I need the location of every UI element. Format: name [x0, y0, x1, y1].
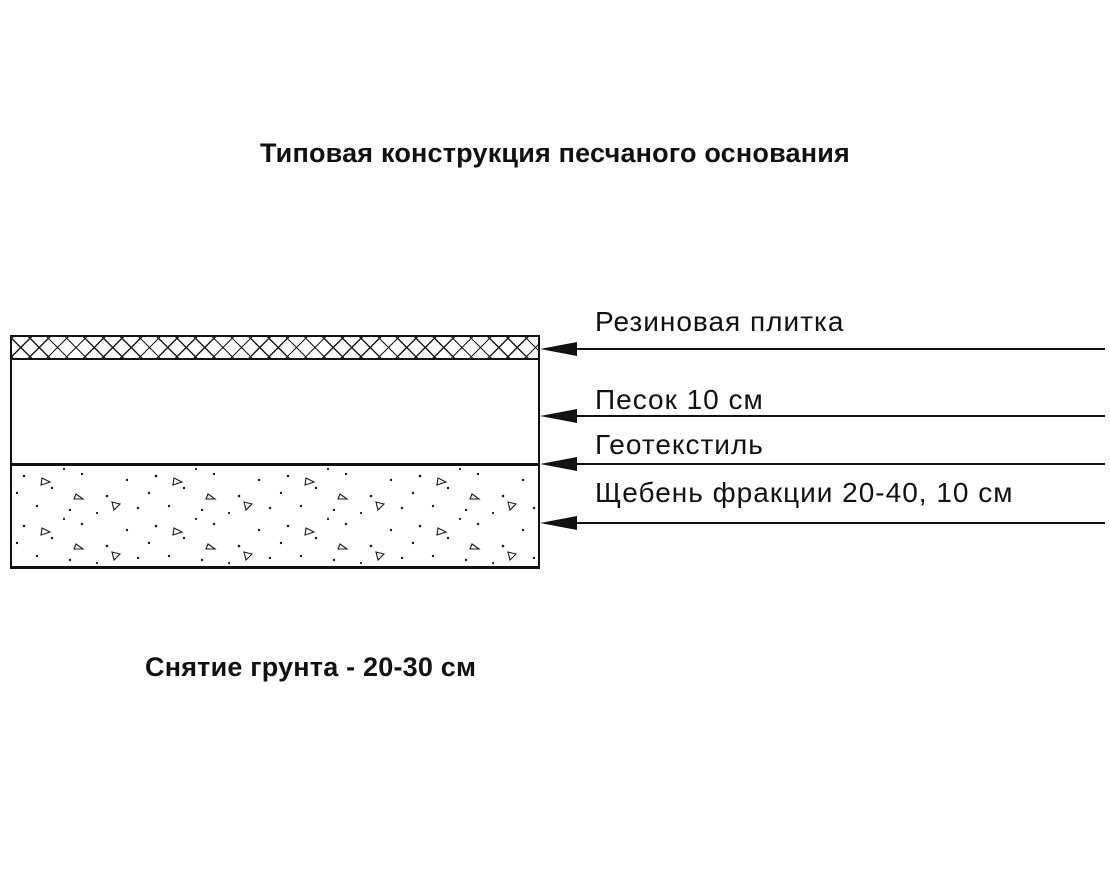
layer-label-geotextile: Геотекстиль [595, 429, 764, 460]
layer-geotextile-line [10, 463, 540, 466]
leader-geotextile [540, 454, 1105, 474]
excavation-note: Снятие грунта - 20-30 см [145, 652, 477, 682]
leader-sand [540, 406, 1105, 426]
leader-arrow-icon [540, 409, 1105, 423]
layer-label-sand: Песок 10 см [595, 384, 764, 415]
stipple-texture [12, 466, 538, 566]
layer-label-rubber-tile: Резиновая плитка [595, 306, 845, 337]
layer-rubber-tile [10, 335, 540, 360]
diagram-title: Типовая конструкция песчаного основания [259, 138, 851, 168]
leader-arrow-icon [540, 457, 1105, 471]
leader-crushed-stone [540, 513, 1105, 533]
leader-rubber-tile [540, 339, 1105, 359]
layer-label-crushed-stone: Щебень фракции 20-40, 10 см [595, 477, 1014, 508]
layer-sand [10, 360, 540, 463]
leader-arrow-icon [540, 342, 1105, 356]
layer-crushed-stone [10, 466, 540, 569]
leader-arrow-icon [540, 516, 1105, 530]
